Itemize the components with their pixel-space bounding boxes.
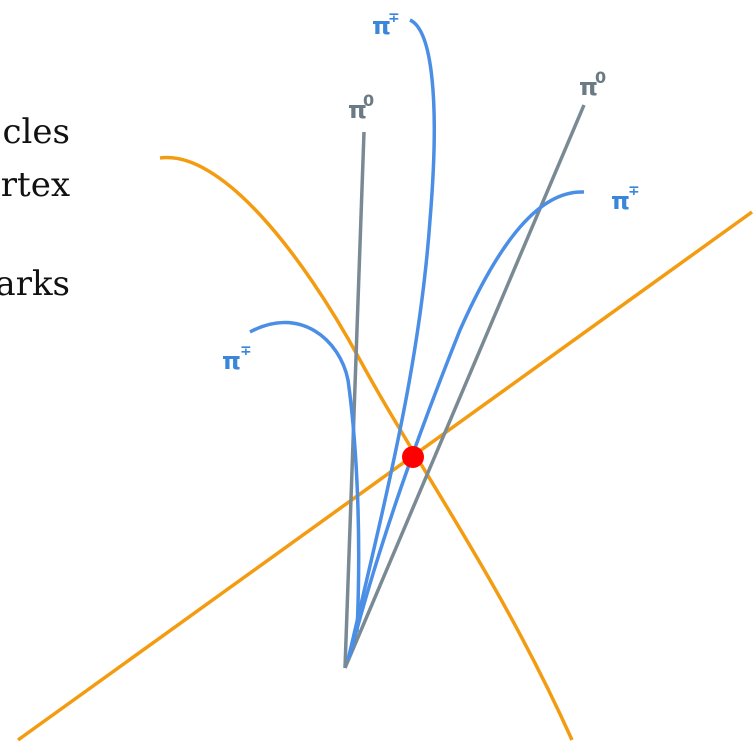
label-pi0-left: π 0 (348, 91, 374, 124)
pi-charged-track-right (350, 192, 584, 655)
label-pi-charged-top: π ∓ (372, 10, 400, 40)
orange-track-straight (18, 212, 752, 740)
pi0-track-left (345, 132, 364, 668)
pi0-track-right (345, 105, 584, 668)
pi-charged-track-left (250, 322, 359, 632)
svg-text:π: π (222, 347, 241, 375)
svg-text:0: 0 (363, 91, 374, 110)
vertex-point (402, 446, 424, 468)
label-pi-charged-left: π ∓ (222, 343, 252, 375)
label-pi0-right: π 0 (579, 68, 606, 101)
svg-text:∓: ∓ (240, 343, 252, 359)
svg-text:∓: ∓ (388, 10, 400, 26)
orange-track-curved (160, 158, 572, 740)
svg-text:∓: ∓ (628, 183, 640, 199)
label-pi-charged-right: π ∓ (611, 183, 640, 215)
svg-text:0: 0 (595, 68, 606, 87)
